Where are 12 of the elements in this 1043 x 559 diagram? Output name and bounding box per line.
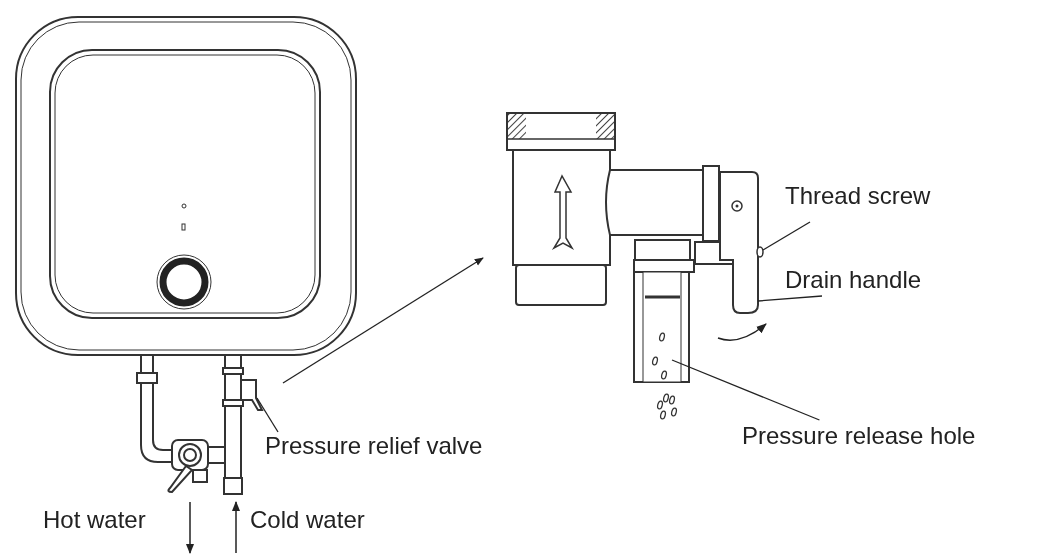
callout-label: Thread screw (785, 182, 931, 210)
leader-line (256, 397, 279, 433)
arrow (282, 257, 484, 384)
valve-drawing (506, 112, 764, 420)
flow-label: Hot water (43, 506, 146, 534)
leader-line (757, 295, 823, 302)
leader-line (762, 221, 811, 251)
callout-label: Drain handle (785, 266, 922, 294)
flow-label: Cold water (250, 506, 365, 534)
callout-label: Pressure relief valve (265, 432, 483, 460)
callout-label: Pressure release hole (742, 422, 976, 450)
leader-line (671, 359, 821, 421)
